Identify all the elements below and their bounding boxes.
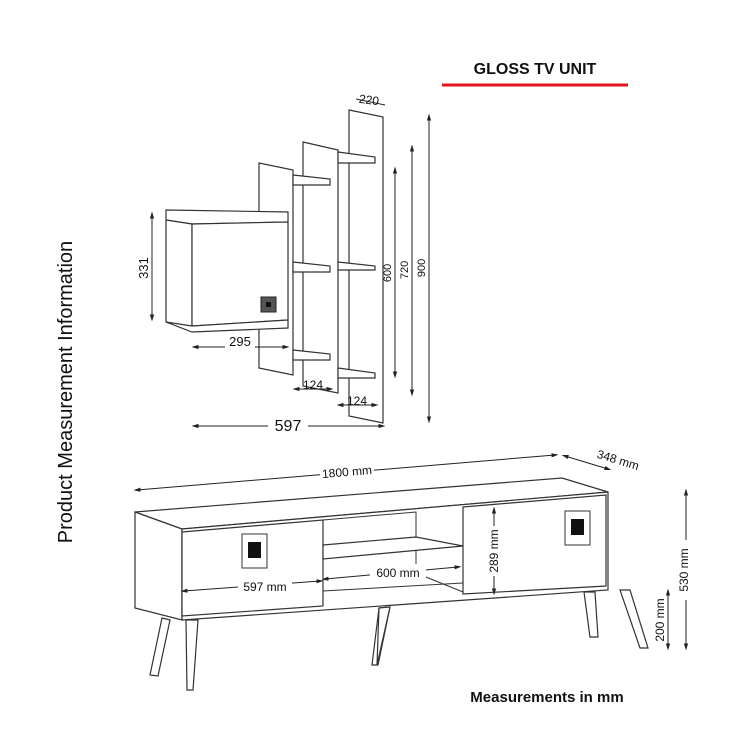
leg-inner bbox=[376, 606, 391, 666]
handle-center bbox=[266, 302, 271, 307]
dim-331: 331 bbox=[136, 257, 151, 279]
dim-295: 295 bbox=[229, 334, 251, 349]
cabinet-bottom bbox=[165, 319, 289, 333]
shelf bbox=[337, 151, 376, 164]
wall-unit-drawing bbox=[165, 109, 384, 424]
shelf bbox=[292, 261, 331, 273]
handle-icon bbox=[571, 519, 584, 535]
shelf bbox=[292, 174, 331, 186]
handle-icon bbox=[248, 542, 261, 558]
dim-597: 597 bbox=[275, 418, 302, 435]
leg bbox=[583, 591, 599, 638]
title: GLOSS TV UNIT bbox=[474, 61, 597, 78]
shelf bbox=[292, 349, 331, 361]
dim-220: 220 bbox=[358, 92, 380, 109]
dim-124-b: 124 bbox=[347, 394, 367, 408]
shelf bbox=[337, 261, 376, 271]
dim-900: 900 bbox=[416, 259, 428, 277]
dim-600-mm: 600 mm bbox=[376, 566, 419, 580]
dim-600: 600 bbox=[382, 264, 394, 282]
dim-597-mm: 597 mm bbox=[243, 580, 286, 594]
tv-side bbox=[134, 511, 183, 621]
shelf bbox=[337, 367, 376, 379]
leg bbox=[149, 617, 171, 677]
wall-unit-dimensions: 331 295 597 600 720 900 124 124 220 bbox=[136, 92, 432, 435]
dim-720: 720 bbox=[399, 261, 411, 279]
middle-shelf bbox=[322, 536, 464, 560]
dim-1800: 1800 mm bbox=[321, 463, 372, 481]
dim-124-a: 124 bbox=[303, 378, 323, 392]
cabinet-side bbox=[165, 219, 193, 331]
side-label: Product Measurement Information bbox=[55, 241, 77, 543]
dim-200: 200 mm bbox=[653, 598, 667, 641]
tv-unit-drawing bbox=[134, 477, 649, 691]
dim-530: 530 mm bbox=[677, 548, 691, 591]
leg bbox=[619, 589, 649, 649]
footer-note: Measurements in mm bbox=[470, 689, 623, 706]
leg bbox=[185, 619, 199, 691]
tv-unit-dimensions: 1800 mm 348 mm 530 mm 200 mm 289 mm 597 … bbox=[133, 447, 691, 651]
dim-289: 289 mm bbox=[487, 529, 501, 572]
dim-348: 348 mm bbox=[595, 447, 641, 473]
